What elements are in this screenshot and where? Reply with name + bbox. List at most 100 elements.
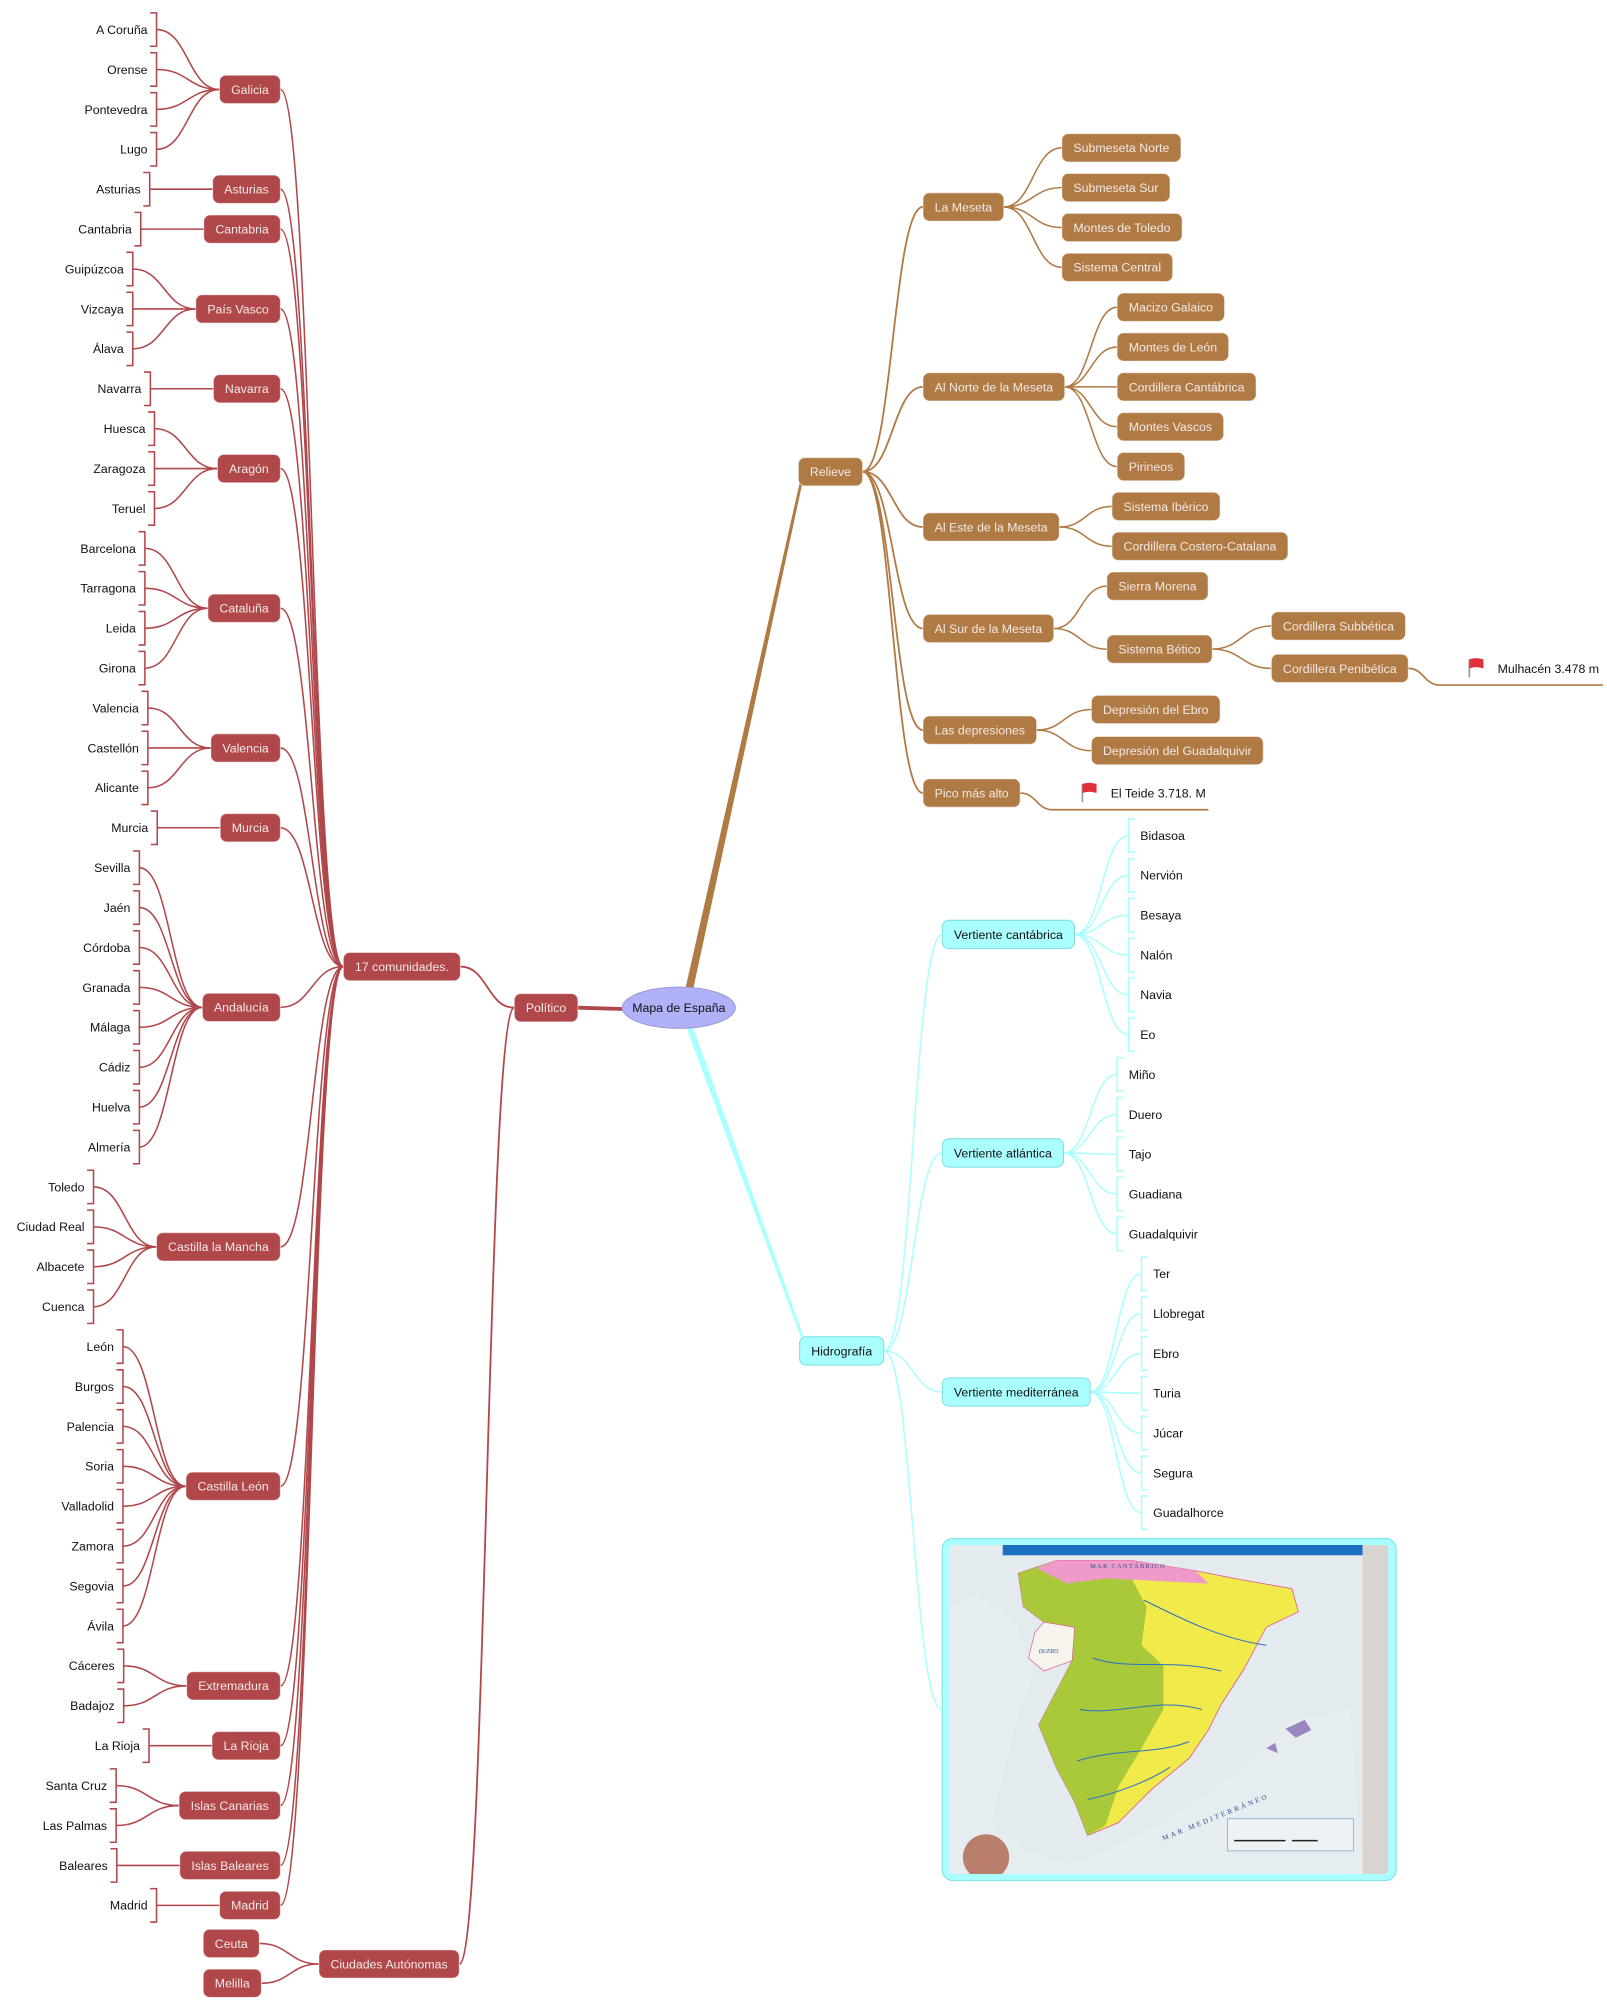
river-besaya[interactable]: Besaya — [1140, 909, 1181, 923]
river-bidasoa[interactable]: Bidasoa — [1140, 829, 1185, 843]
province-almeria[interactable]: Almería — [88, 1140, 131, 1154]
province-huesca[interactable]: Huesca — [104, 422, 146, 436]
node-asturias[interactable]: Asturias — [212, 174, 281, 204]
node-pico-mas-alto[interactable]: Pico más alto — [922, 778, 1021, 808]
node-islas-canarias[interactable]: Islas Canarias — [178, 1790, 281, 1821]
node-andalucia[interactable]: Andalucía — [201, 992, 281, 1023]
node-cataluna[interactable]: Cataluña — [207, 593, 281, 623]
node-ciudades-autonomas[interactable]: Ciudades Autónomas — [318, 1949, 460, 1979]
node-sistema-central[interactable]: Sistema Central — [1061, 252, 1174, 283]
province-barcelona[interactable]: Barcelona — [80, 542, 136, 556]
province-pontevedra[interactable]: Pontevedra — [84, 103, 147, 117]
province-zaragoza[interactable]: Zaragoza — [93, 462, 145, 476]
node-montes-vascos[interactable]: Montes Vascos — [1116, 412, 1225, 442]
node-macizo-galaico[interactable]: Macizo Galaico — [1116, 292, 1226, 322]
river-llobregat[interactable]: Llobregat — [1153, 1307, 1205, 1321]
node-submeseta-sur[interactable]: Submeseta Sur — [1061, 173, 1171, 203]
node-al-este-de-la-meseta[interactable]: Al Este de la Meseta — [922, 512, 1060, 542]
node-cordillera-costero-catalana[interactable]: Cordillera Costero-Catalana — [1111, 531, 1289, 561]
river-nalon[interactable]: Nalón — [1140, 948, 1172, 962]
province-cordoba[interactable]: Córdoba — [83, 941, 130, 955]
node-pais-vasco[interactable]: País Vasco — [195, 294, 281, 324]
node-depresion-del-ebro[interactable]: Depresión del Ebro — [1090, 694, 1221, 725]
node-aragon[interactable]: Aragón — [216, 453, 281, 484]
node-al-norte-de-la-meseta[interactable]: Al Norte de la Meseta — [922, 372, 1066, 402]
province-badajoz[interactable]: Badajoz — [70, 1699, 115, 1713]
province-palencia[interactable]: Palencia — [67, 1420, 114, 1434]
river-mino[interactable]: Miño — [1129, 1068, 1156, 1082]
river-guadalquivir[interactable]: Guadalquivir — [1129, 1227, 1198, 1241]
node-castilla-leon[interactable]: Castilla León — [185, 1471, 281, 1501]
province-leida[interactable]: Leida — [106, 622, 136, 636]
province-la-rioja[interactable]: La Rioja — [95, 1739, 140, 1753]
node-castilla-la-mancha[interactable]: Castilla la Mancha — [155, 1232, 281, 1262]
node-cordillera-subbetica[interactable]: Cordillera Subbética — [1270, 611, 1407, 641]
province-albacete[interactable]: Albacete — [37, 1260, 85, 1274]
central-topic[interactable]: Mapa de España — [621, 986, 736, 1029]
node-valencia[interactable]: Valencia — [210, 733, 281, 763]
province-caceres[interactable]: Cáceres — [69, 1659, 115, 1673]
province-asturias[interactable]: Asturias — [96, 183, 141, 197]
river-navia[interactable]: Navia — [1140, 988, 1172, 1002]
node-relieve[interactable]: Relieve — [797, 457, 864, 487]
node-depresion-del-guadalquivir[interactable]: Depresión del Guadalquivir — [1090, 735, 1264, 766]
node-melilla[interactable]: Melilla — [202, 1968, 262, 1998]
province-orense[interactable]: Orense — [107, 63, 148, 77]
river-tajo[interactable]: Tajo — [1129, 1148, 1152, 1162]
river-jucar[interactable]: Júcar — [1153, 1427, 1183, 1441]
province-alicante[interactable]: Alicante — [95, 781, 139, 795]
province-cantabria[interactable]: Cantabria — [78, 222, 132, 236]
node-extremadura[interactable]: Extremadura — [186, 1671, 281, 1701]
province-girona[interactable]: Girona — [99, 661, 136, 675]
node-las-depresiones[interactable]: Las depresiones — [922, 715, 1038, 745]
province-guipuzcoa[interactable]: Guipúzcoa — [65, 262, 124, 276]
province-valencia[interactable]: Valencia — [92, 701, 139, 715]
river-duero[interactable]: Duero — [1129, 1108, 1163, 1122]
node-sistema-betico[interactable]: Sistema Bético — [1106, 634, 1213, 664]
province-baleares[interactable]: Baleares — [59, 1859, 108, 1873]
node-hidrografia[interactable]: Hidrografía — [799, 1336, 885, 1366]
province-zamora[interactable]: Zamora — [71, 1540, 114, 1554]
province-segovia[interactable]: Segovia — [69, 1579, 114, 1593]
node-17-comunidades[interactable]: 17 comunidades. — [342, 951, 461, 982]
river-segura[interactable]: Segura — [1153, 1466, 1193, 1480]
province-cadiz[interactable]: Cádiz — [99, 1061, 131, 1075]
node-galicia[interactable]: Galicia — [219, 74, 281, 105]
province-a-coruna[interactable]: A Coruña — [96, 23, 148, 37]
river-ter[interactable]: Ter — [1153, 1267, 1170, 1281]
province-madrid[interactable]: Madrid — [110, 1899, 148, 1913]
province-alava[interactable]: Álava — [93, 341, 124, 356]
province-sevilla[interactable]: Sevilla — [94, 861, 130, 875]
node-pirineos[interactable]: Pirineos — [1116, 451, 1186, 482]
hydrography-map-image[interactable]: MAR CANTÁBRICO MAR MEDITERRÁNEO DUERO — [941, 1537, 1397, 1882]
node-islas-baleares[interactable]: Islas Baleares — [179, 1850, 281, 1881]
node-vertiente-mediterranea[interactable]: Vertiente mediterránea — [941, 1377, 1091, 1407]
province-toledo[interactable]: Toledo — [48, 1180, 84, 1194]
province-vizcaya[interactable]: Vizcaya — [81, 302, 124, 316]
node-sistema-iberico[interactable]: Sistema Ibérico — [1111, 491, 1221, 522]
node-murcia[interactable]: Murcia — [219, 813, 281, 843]
node-submeseta-norte[interactable]: Submeseta Norte — [1061, 133, 1182, 163]
node-navarra[interactable]: Navarra — [212, 374, 281, 404]
river-guadalhorce[interactable]: Guadalhorce — [1153, 1506, 1224, 1520]
node-cantabria[interactable]: Cantabria — [203, 214, 281, 244]
node-montes-de-leon[interactable]: Montes de León — [1116, 332, 1230, 362]
province-malaga[interactable]: Málaga — [90, 1021, 131, 1035]
river-ebro[interactable]: Ebro — [1153, 1347, 1179, 1361]
province-cuenca[interactable]: Cuenca — [42, 1300, 85, 1314]
node-vertiente-atlantica[interactable]: Vertiente atlántica — [941, 1138, 1064, 1168]
province-avila[interactable]: Ávila — [87, 1618, 114, 1633]
river-guadiana[interactable]: Guadiana — [1129, 1187, 1183, 1201]
province-leon[interactable]: León — [87, 1340, 115, 1354]
river-nervion[interactable]: Nervión — [1140, 869, 1183, 883]
node-cordillera-cantabrica[interactable]: Cordillera Cantábrica — [1116, 372, 1257, 402]
node-sierra-morena[interactable]: Sierra Morena — [1106, 571, 1209, 601]
province-las-palmas[interactable]: Las Palmas — [43, 1819, 107, 1833]
river-turia[interactable]: Turia — [1153, 1387, 1181, 1401]
river-eo[interactable]: Eo — [1140, 1028, 1155, 1042]
node-politico[interactable]: Político — [513, 993, 579, 1023]
node-madrid[interactable]: Madrid — [219, 1890, 281, 1920]
province-santa-cruz[interactable]: Santa Cruz — [45, 1779, 107, 1793]
province-castellon[interactable]: Castellón — [87, 741, 139, 755]
province-valladolid[interactable]: Valladolid — [61, 1500, 114, 1514]
